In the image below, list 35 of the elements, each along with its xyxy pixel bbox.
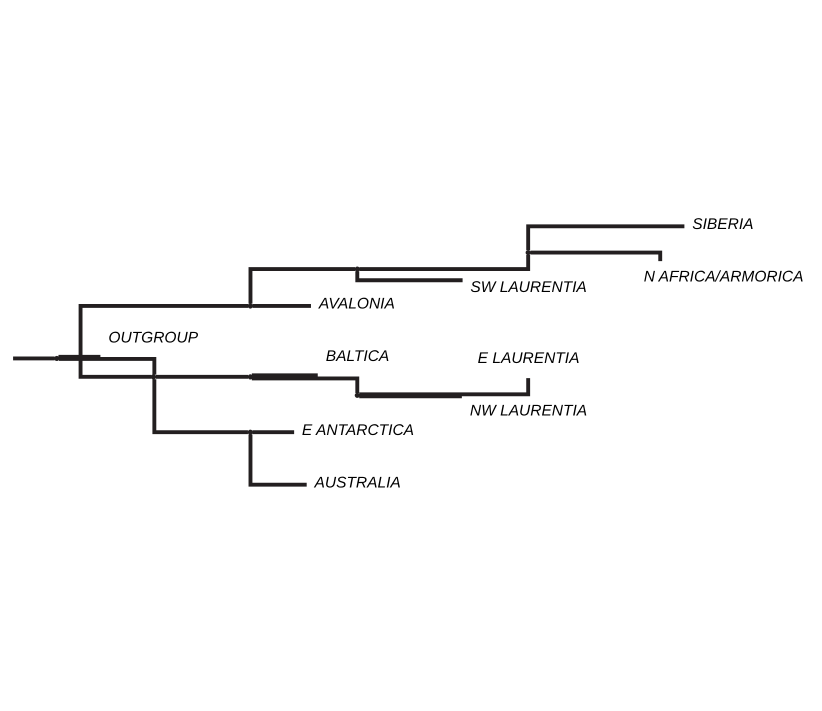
connector bbox=[78, 304, 248, 379]
node-text: E ANTARCTICA bbox=[302, 422, 414, 439]
node-point bbox=[526, 250, 531, 256]
node-text: SIBERIA bbox=[692, 216, 754, 234]
connector bbox=[252, 376, 360, 393]
node-text: AVALONIA bbox=[318, 296, 395, 313]
node-point bbox=[354, 266, 360, 272]
node-text: BALTICA bbox=[326, 348, 390, 366]
connector bbox=[252, 304, 311, 308]
connector bbox=[355, 271, 463, 282]
node-point bbox=[354, 392, 360, 398]
connector bbox=[248, 267, 356, 304]
connector bbox=[252, 373, 318, 378]
node-text: NW LAURENTIA bbox=[470, 402, 588, 420]
connector bbox=[58, 354, 100, 359]
connector bbox=[252, 430, 294, 434]
node-text: SW LAURENTIA bbox=[470, 279, 587, 296]
connector bbox=[13, 356, 55, 360]
node-point bbox=[54, 356, 60, 361]
node-point bbox=[248, 303, 253, 309]
node-text: AUSTRALIA bbox=[314, 474, 401, 492]
connector bbox=[526, 224, 684, 250]
connector bbox=[152, 379, 248, 434]
connector bbox=[156, 374, 248, 379]
node-text: OUTGROUP bbox=[108, 330, 198, 347]
connector bbox=[530, 250, 662, 262]
connector bbox=[248, 434, 307, 487]
node-point bbox=[248, 430, 253, 435]
node-text: N AFRICA/ARMORICA bbox=[644, 268, 804, 286]
node-text: E LAURENTIA bbox=[478, 350, 580, 368]
connector bbox=[58, 357, 156, 375]
node-point bbox=[248, 374, 253, 380]
connector bbox=[359, 254, 530, 272]
connector bbox=[359, 394, 462, 398]
node-point bbox=[150, 374, 156, 380]
